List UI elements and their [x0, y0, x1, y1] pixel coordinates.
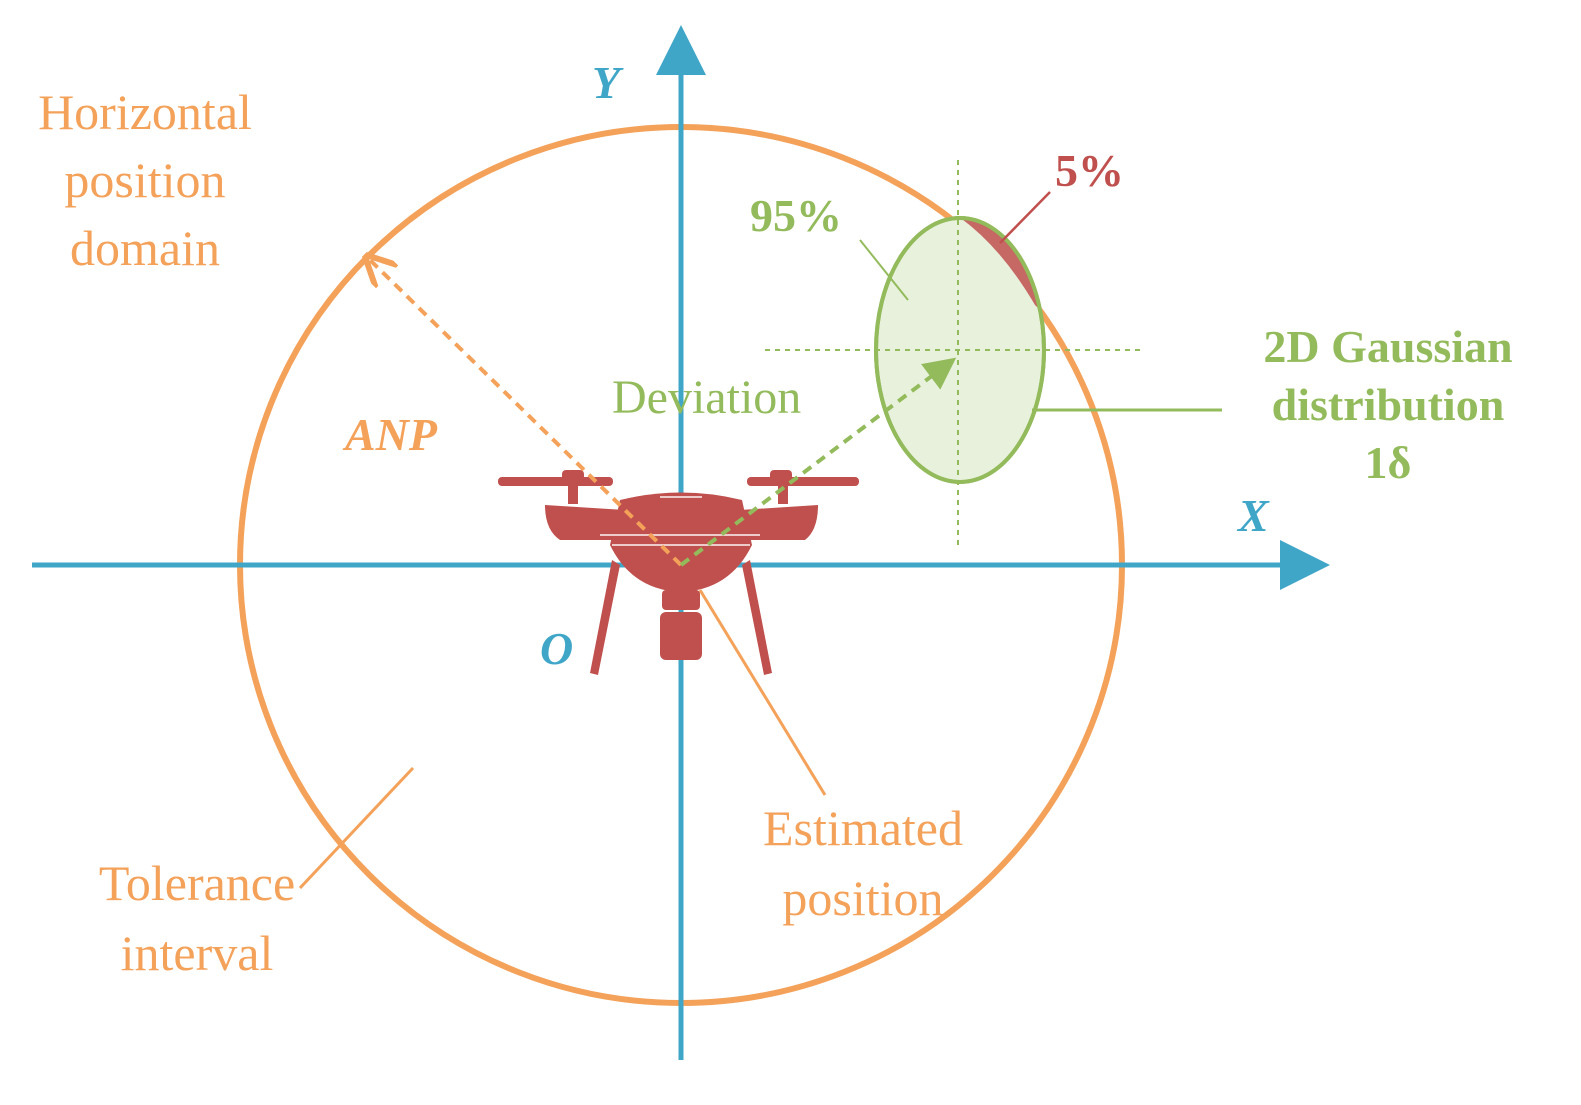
tolerance-leader: [298, 766, 415, 890]
estimated-leader: [698, 589, 827, 796]
estimated-label-line2: position: [782, 870, 944, 926]
pct-95-label: 95%: [750, 190, 842, 241]
estimated-position-label: Estimated position: [738, 793, 988, 933]
tolerance-label-line1: Tolerance: [98, 855, 296, 911]
deviation-label: Deviation: [612, 371, 802, 424]
y-axis-label: Y: [592, 57, 621, 108]
quadcopter-drone-icon: [498, 470, 859, 675]
deviation-arrow: [679, 357, 957, 567]
domain-label: Horizontal position domain: [15, 78, 275, 282]
origin-label: O: [540, 623, 574, 674]
gaussian-label-line2: distribution: [1271, 379, 1505, 430]
tolerance-label-line2: interval: [120, 925, 274, 981]
gaussian-label-line3: 1δ: [1364, 437, 1412, 488]
x-axis-label: X: [1238, 490, 1269, 541]
domain-label-line3: domain: [70, 220, 220, 276]
anp-label: ANP: [345, 409, 437, 460]
pct-5-label: 5%: [1055, 145, 1124, 196]
domain-label-line2: position: [64, 152, 226, 208]
pct-95-leader: [859, 239, 909, 301]
estimated-label-line1: Estimated: [763, 800, 963, 856]
domain-label-line1: Horizontal: [38, 84, 252, 140]
anp-arrow: [370, 260, 683, 567]
tolerance-interval-label: Tolerance interval: [72, 848, 322, 988]
pct-5-leader: [999, 191, 1051, 244]
gaussian-label-line1: 2D Gaussian: [1263, 321, 1513, 372]
gaussian-label: 2D Gaussian distribution 1δ: [1218, 318, 1558, 492]
